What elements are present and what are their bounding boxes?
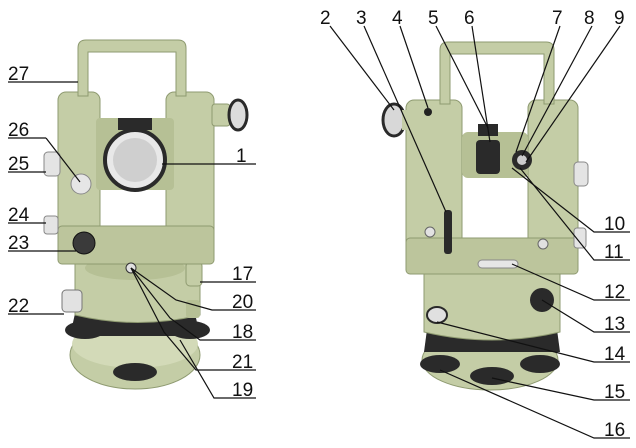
leader-10 <box>511 167 630 233</box>
micrometer-knob <box>72 231 96 255</box>
callout-25: 25 <box>8 154 29 175</box>
leader-3 <box>363 25 447 213</box>
leader-6 <box>471 25 491 143</box>
callout-3: 3 <box>356 8 367 29</box>
vertical-clamp <box>573 161 589 187</box>
callout-1: 1 <box>236 146 247 167</box>
leader-26 <box>45 137 81 183</box>
callout-27: 27 <box>8 64 29 85</box>
vertical-clamp <box>43 151 61 177</box>
carrying-handle <box>77 39 187 97</box>
callout-4: 4 <box>392 8 403 29</box>
callout-15: 15 <box>604 382 625 403</box>
vertical-circle-window <box>444 210 452 254</box>
leader-8 <box>521 25 593 157</box>
theodolite-front-view <box>43 39 249 390</box>
leader-18 <box>130 267 256 341</box>
callout-labels: 27 26 25 24 23 22 1 17 20 18 21 19 2 3 4… <box>8 8 626 441</box>
leveling-screw-right <box>520 355 560 373</box>
callout-11: 11 <box>604 242 624 263</box>
leveling-screw-front <box>470 367 514 385</box>
side-eyepiece <box>227 98 249 132</box>
plate-level <box>477 259 519 269</box>
callout-14: 14 <box>604 344 626 365</box>
leader-2 <box>329 25 395 111</box>
callout-2: 2 <box>320 8 331 29</box>
callout-13: 13 <box>604 314 625 335</box>
sight-bracket <box>118 118 152 130</box>
vertical-tangent-knob <box>573 227 587 249</box>
callout-8: 8 <box>584 8 595 29</box>
standards-base <box>57 225 215 265</box>
standards-base <box>405 237 579 275</box>
callout-26: 26 <box>8 120 29 141</box>
callout-21: 21 <box>232 352 253 373</box>
leader-7 <box>515 25 561 153</box>
leader-16 <box>439 369 630 439</box>
side-tube <box>211 103 231 127</box>
horizontal-tangent-knob <box>185 261 203 287</box>
leader-5 <box>435 25 489 129</box>
focusing-ring <box>476 140 500 174</box>
small-screw <box>537 238 549 250</box>
horizontal-clamp <box>61 289 83 313</box>
leader-4 <box>399 25 429 109</box>
leader-11 <box>519 167 630 261</box>
callout-12: 12 <box>604 282 625 303</box>
callout-23: 23 <box>8 233 29 254</box>
theodolite-side-view <box>381 41 589 391</box>
leader-12 <box>511 263 630 301</box>
callout-6: 6 <box>464 8 475 29</box>
leader-19 <box>179 339 256 399</box>
leader-14 <box>436 321 630 363</box>
objective-tube <box>402 110 412 130</box>
callout-10: 10 <box>604 214 625 235</box>
callout-5: 5 <box>428 8 439 29</box>
vertical-tangent-knob <box>43 215 59 235</box>
callout-9: 9 <box>614 8 625 29</box>
objective-lens <box>113 138 157 182</box>
leveling-screw-left <box>420 355 460 373</box>
callout-19: 19 <box>232 380 253 401</box>
leader-15 <box>491 377 630 401</box>
callout-20: 20 <box>232 292 253 313</box>
reading-mirror <box>70 173 92 195</box>
callout-16: 16 <box>604 420 625 441</box>
callout-17: 17 <box>232 264 253 285</box>
callout-18: 18 <box>232 322 253 343</box>
optical-plummet-eyepiece <box>426 306 448 324</box>
telescope-objective <box>381 102 407 138</box>
leveling-screw-front <box>113 363 157 381</box>
sighting-hole <box>424 108 432 116</box>
tribrach-lock <box>186 300 200 318</box>
callout-22: 22 <box>8 296 29 317</box>
leader-13 <box>541 299 630 333</box>
leader-9 <box>525 25 621 163</box>
callout-7: 7 <box>552 8 563 29</box>
alidade-base <box>423 271 561 341</box>
callout-24: 24 <box>8 205 30 226</box>
leader-lines <box>8 25 630 439</box>
carrying-handle <box>439 41 555 105</box>
eyepiece-lens <box>517 155 527 165</box>
leader-21 <box>130 267 256 371</box>
index-screw <box>424 226 436 238</box>
leader-20 <box>130 267 256 311</box>
